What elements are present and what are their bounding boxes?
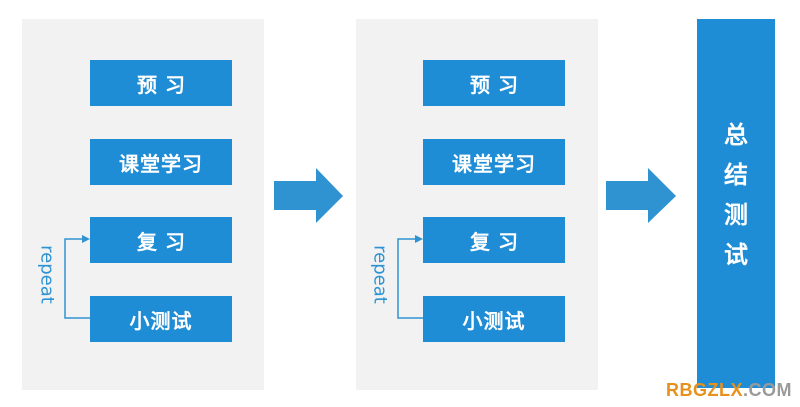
step-class-study-2: 课堂学习 [423, 139, 565, 185]
step-preview-2: 预习 [423, 60, 565, 106]
watermark-logo: RBGZLX.COM [666, 380, 792, 400]
final-summary-test-box: 总 结 测 试 [697, 19, 775, 388]
stage-transition-arrow-1 [274, 168, 343, 223]
final-char-2: 结 [724, 161, 748, 189]
final-char-4: 试 [724, 241, 748, 269]
step-review-2: 复习 [423, 217, 565, 263]
step-quiz-1: 小测试 [90, 296, 232, 342]
step-class-study-1: 课堂学习 [90, 139, 232, 185]
step-quiz-2: 小测试 [423, 296, 565, 342]
repeat-loop-arrow-1 [64, 235, 90, 319]
stage-transition-arrow-2 [606, 168, 676, 223]
repeat-loop-arrow-2 [397, 235, 423, 319]
step-review-1: 复习 [90, 217, 232, 263]
final-char-3: 测 [724, 201, 748, 229]
final-char-1: 总 [724, 121, 748, 149]
step-preview-1: 预习 [90, 60, 232, 106]
